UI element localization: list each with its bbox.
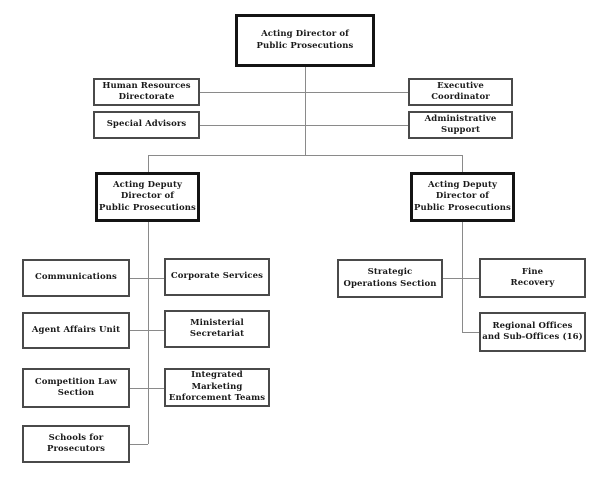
node-corporate-services: Corporate Services: [164, 258, 270, 296]
connector-center-trunk: [305, 67, 306, 155]
connector-left-trunk: [148, 222, 149, 444]
node-agent-affairs: Agent Affairs Unit: [22, 312, 130, 349]
node-deputy-director-right: Acting Deputy Director of Public Prosecu…: [410, 172, 515, 222]
connector-row2-upper: [200, 92, 408, 93]
node-executive-coordinator: Executive Coordinator: [408, 78, 513, 106]
connector-tick-agent-affairs: [130, 330, 164, 331]
node-schools-prosecutors: Schools for Prosecutors: [22, 425, 130, 463]
connector-deputy-left-drop: [148, 155, 149, 172]
node-ministerial-secretariat: Ministerial Secretariat: [164, 310, 270, 348]
connector-deputy-span: [148, 155, 462, 156]
connector-tick-strategic: [443, 278, 479, 279]
node-acting-director: Acting Director of Public Prosecutions: [235, 14, 375, 67]
connector-deputy-right-drop: [462, 155, 463, 172]
node-communications: Communications: [22, 259, 130, 297]
node-administrative-support: Administrative Support: [408, 111, 513, 139]
connector-tick-regional: [462, 332, 479, 333]
node-regional-offices: Regional Offices and Sub-Offices (16): [479, 312, 586, 352]
node-integrated-marketing: Integrated Marketing Enforcement Teams: [164, 368, 270, 407]
connector-right-trunk: [462, 222, 463, 332]
connector-tick-schools: [130, 444, 148, 445]
node-fine-recovery: Fine Recovery: [479, 258, 586, 298]
node-strategic-operations: Strategic Operations Section: [337, 259, 443, 298]
node-human-resources: Human Resources Directorate: [93, 78, 200, 106]
connector-tick-competition: [130, 388, 164, 389]
node-special-advisors: Special Advisors: [93, 111, 200, 139]
connector-tick-communications: [130, 278, 164, 279]
connector-row2-lower: [200, 125, 408, 126]
node-deputy-director-left: Acting Deputy Director of Public Prosecu…: [95, 172, 200, 222]
node-competition-law: Competition Law Section: [22, 368, 130, 408]
